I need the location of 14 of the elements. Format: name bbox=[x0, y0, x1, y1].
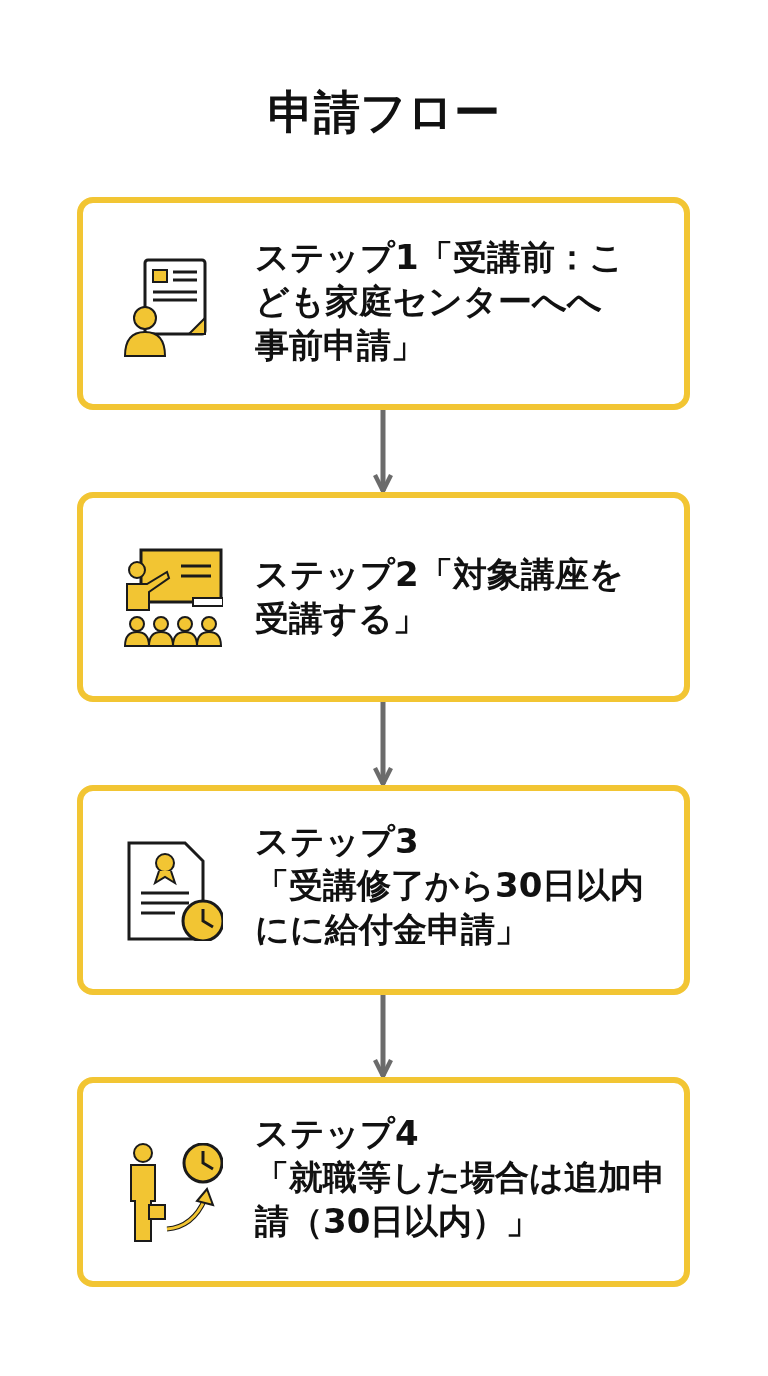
step-box bbox=[77, 492, 690, 702]
step-text: 「受講修了から30日以内にに給付金申請」 bbox=[255, 864, 646, 951]
step-text: 「就職等した場合は追加申請（30日以内）」 bbox=[255, 1156, 667, 1243]
step-heading: ステップ3 bbox=[255, 820, 420, 863]
diagram-title: 申請フロー bbox=[267, 84, 501, 141]
arrow bbox=[372, 702, 394, 787]
step-text: ステップ2「対象講座を受講する」 bbox=[255, 553, 625, 640]
step-text: ステップ1「受講前：こども家庭センターへへ事前申請」 bbox=[255, 236, 625, 367]
step-heading: ステップ4 bbox=[255, 1112, 420, 1155]
arrow bbox=[372, 410, 394, 494]
step-box bbox=[77, 197, 690, 410]
step-box bbox=[77, 1077, 690, 1287]
step-box bbox=[77, 785, 690, 995]
arrow bbox=[372, 995, 394, 1079]
